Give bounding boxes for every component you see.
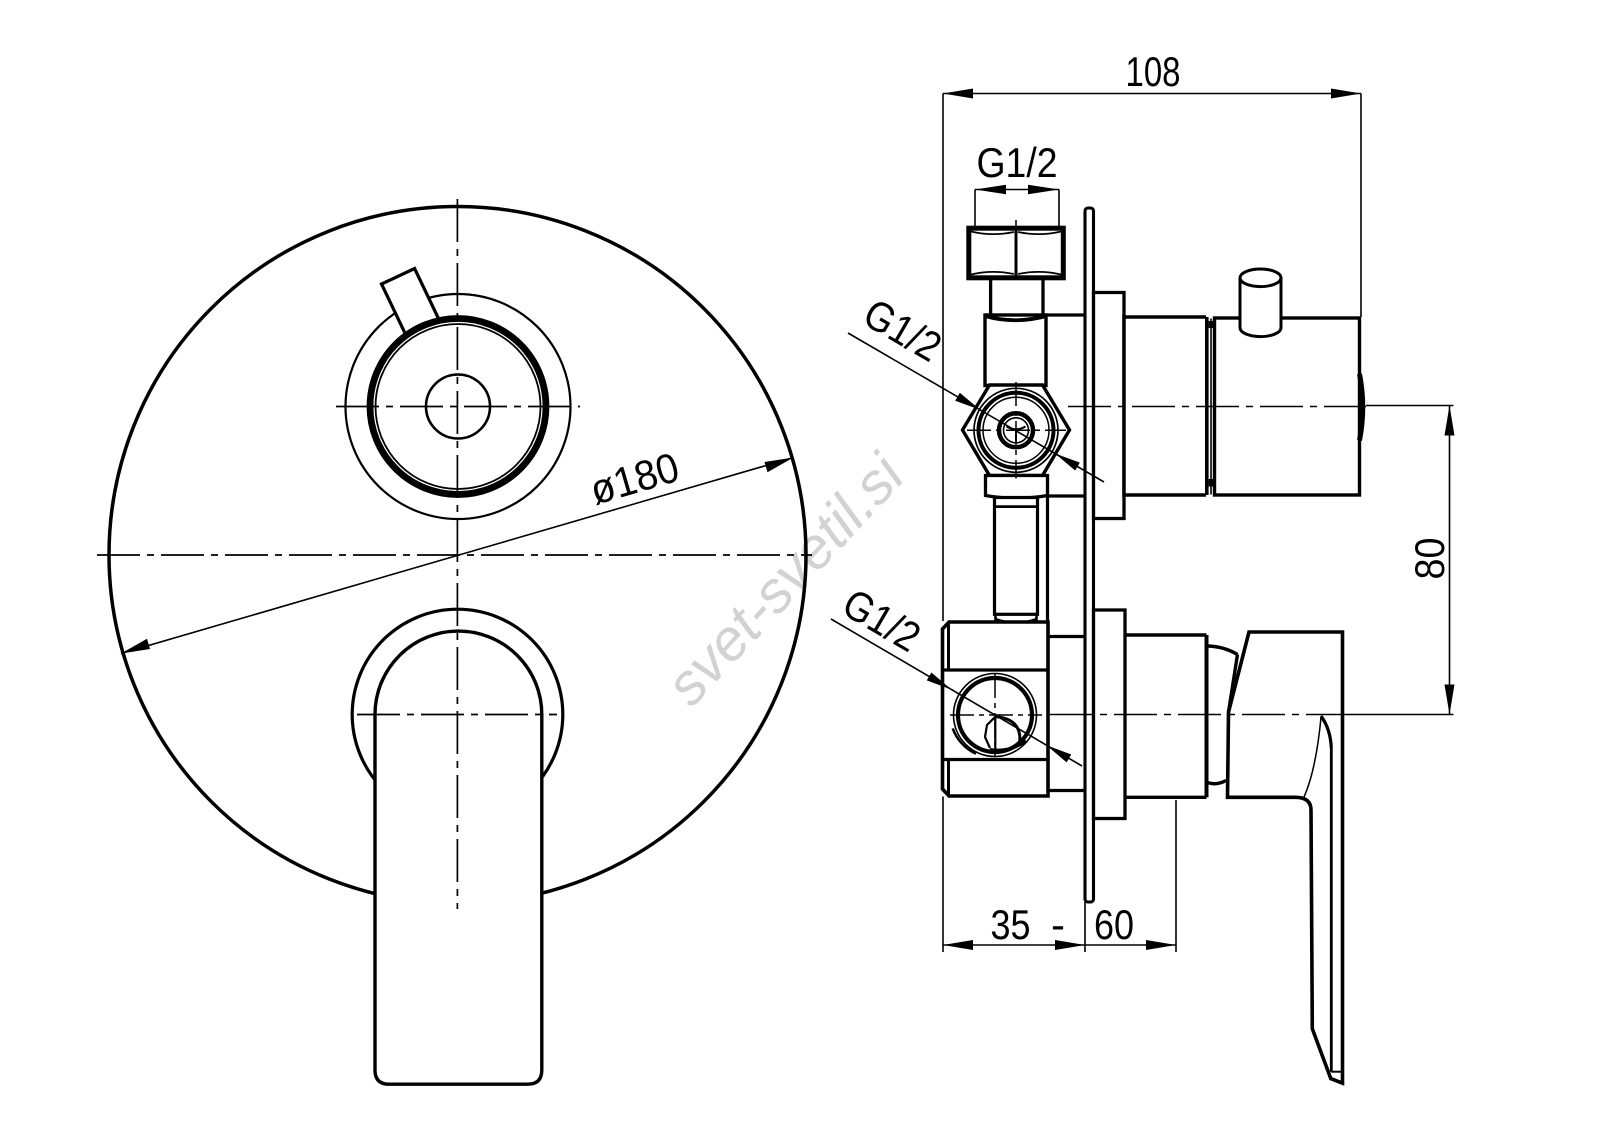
- svg-text:108: 108: [1126, 48, 1181, 95]
- svg-text:60: 60: [1094, 901, 1134, 948]
- svg-text:35: 35: [991, 901, 1031, 948]
- svg-text:80: 80: [1406, 538, 1453, 580]
- svg-text:G1/2: G1/2: [977, 139, 1058, 186]
- svg-text:-: -: [1051, 901, 1065, 948]
